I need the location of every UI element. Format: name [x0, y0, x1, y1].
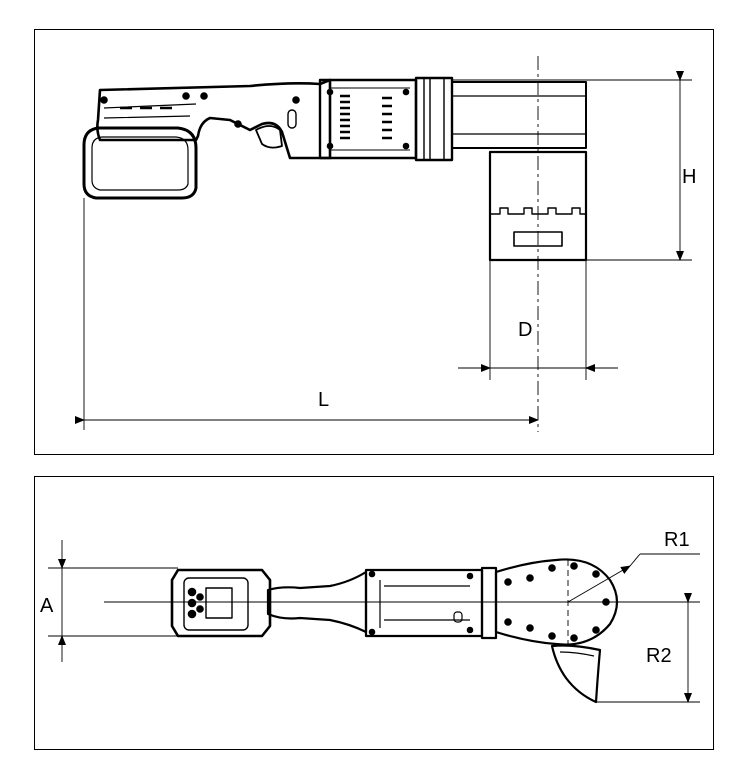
battery-pack — [82, 126, 198, 200]
display-screen — [205, 587, 233, 619]
tool-handle — [96, 78, 332, 160]
dimension-label-r2: R2 — [646, 645, 672, 667]
gear-flange — [414, 76, 454, 162]
dimension-label-l: L — [318, 389, 329, 411]
gear-flange-top — [480, 566, 498, 640]
tool-side-view — [82, 76, 588, 262]
motor-section — [364, 568, 484, 638]
dimension-label-h: H — [682, 166, 696, 188]
tool-top-view — [170, 558, 619, 704]
motor-housing — [318, 78, 418, 160]
side-view-dimension-lines — [75, 56, 692, 432]
dimension-label-d: D — [518, 319, 532, 341]
battery-end — [170, 568, 272, 638]
top-view-panel — [34, 476, 714, 750]
gear-lobe — [494, 558, 619, 646]
trigger — [255, 125, 283, 149]
reaction-arm — [550, 644, 602, 704]
gear-arm — [451, 81, 587, 149]
dimension-label-a: A — [40, 595, 54, 617]
top-view-dimension-lines — [48, 540, 700, 703]
side-view-panel — [34, 29, 714, 455]
dimension-label-r1: R1 — [664, 529, 690, 551]
